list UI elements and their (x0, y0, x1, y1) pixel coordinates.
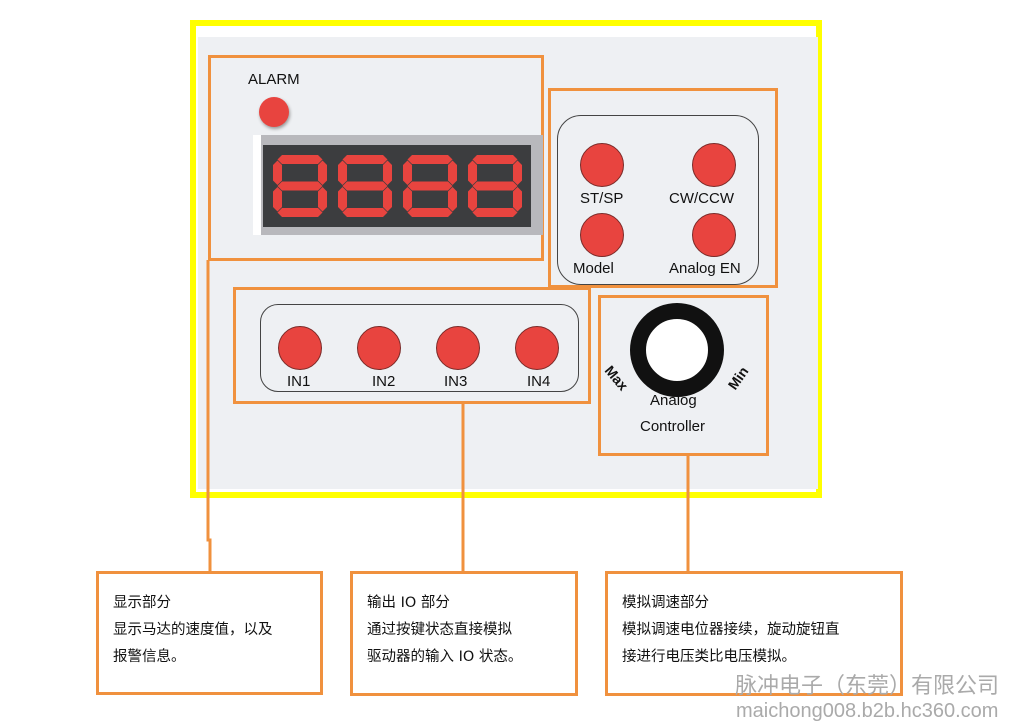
in2-label: IN2 (372, 373, 396, 390)
segment (338, 187, 347, 212)
analog-label: Analog (650, 392, 697, 409)
segment (468, 160, 477, 185)
segment (318, 187, 327, 212)
segment (277, 208, 323, 217)
segment (342, 181, 388, 191)
analog-section (598, 295, 769, 456)
segment (407, 181, 453, 191)
note-line: 报警信息。 (113, 649, 186, 665)
digit (273, 155, 327, 217)
segment (407, 208, 453, 217)
st-sp-label: ST/SP (580, 190, 624, 207)
seven-segment-display (263, 145, 531, 227)
segment (468, 187, 477, 212)
note-title: 显示部分 (113, 595, 171, 611)
io-note: 输出 IO 部分 通过按键状态直接模拟 驱动器的输入 IO 状态。 (350, 571, 578, 696)
note-line: 驱动器的输入 IO 状态。 (367, 649, 523, 665)
watermark-company: 脉冲电子（东莞）有限公司 (735, 674, 1000, 699)
analog-en-button[interactable] (692, 213, 736, 257)
in4-label: IN4 (527, 373, 551, 390)
segment (318, 160, 327, 185)
segment (403, 187, 412, 212)
cw-ccw-button[interactable] (692, 143, 736, 187)
note-line: 显示马达的速度值，以及 (113, 622, 273, 638)
segment (448, 160, 457, 185)
device-panel (198, 37, 818, 489)
io-panel (260, 304, 579, 392)
segment (277, 155, 323, 164)
in1-button[interactable] (278, 326, 322, 370)
segment (338, 160, 347, 185)
st-sp-button[interactable] (580, 143, 624, 187)
digit (468, 155, 522, 217)
segment (273, 187, 282, 212)
in3-button[interactable] (436, 326, 480, 370)
segment (403, 160, 412, 185)
segment (472, 208, 518, 217)
analog-en-label: Analog EN (669, 260, 741, 277)
display-bezel (253, 135, 543, 235)
note-line: 通过按键状态直接模拟 (367, 622, 512, 638)
note-title: 模拟调速部分 (622, 595, 709, 611)
buttons-panel (557, 115, 759, 285)
controller-label: Controller (640, 418, 706, 435)
segment (342, 155, 388, 164)
in4-button[interactable] (515, 326, 559, 370)
segment (342, 208, 388, 217)
segment (472, 155, 518, 164)
alarm-label: ALARM (248, 71, 300, 88)
analog-knob[interactable] (630, 303, 724, 397)
digit (403, 155, 457, 217)
model-button[interactable] (580, 213, 624, 257)
note-line: 模拟调速电位器接续，旋动旋钮直 (622, 622, 840, 638)
display-note: 显示部分 显示马达的速度值，以及 报警信息。 (96, 571, 323, 695)
segment (472, 181, 518, 191)
segment (513, 160, 522, 185)
note-title: 输出 IO 部分 (367, 595, 450, 611)
digit (338, 155, 392, 217)
in1-label: IN1 (287, 373, 311, 390)
segment (407, 155, 453, 164)
segment (383, 160, 392, 185)
model-label: Model (573, 260, 614, 277)
in3-label: IN3 (444, 373, 468, 390)
analog-note: 模拟调速部分 模拟调速电位器接续，旋动旋钮直 接进行电压类比电压模拟。 (605, 571, 903, 696)
segment (513, 187, 522, 212)
buttons-section (548, 88, 778, 288)
alarm-led (259, 97, 289, 127)
watermark-url: maichong008.b2b.hc360.com (736, 700, 999, 722)
cw-ccw-label: CW/CCW (669, 190, 734, 207)
note-line: 接进行电压类比电压模拟。 (622, 649, 796, 665)
segment (277, 181, 323, 191)
in2-button[interactable] (357, 326, 401, 370)
segment (383, 187, 392, 212)
io-section (233, 287, 591, 404)
segment (273, 160, 282, 185)
segment (448, 187, 457, 212)
